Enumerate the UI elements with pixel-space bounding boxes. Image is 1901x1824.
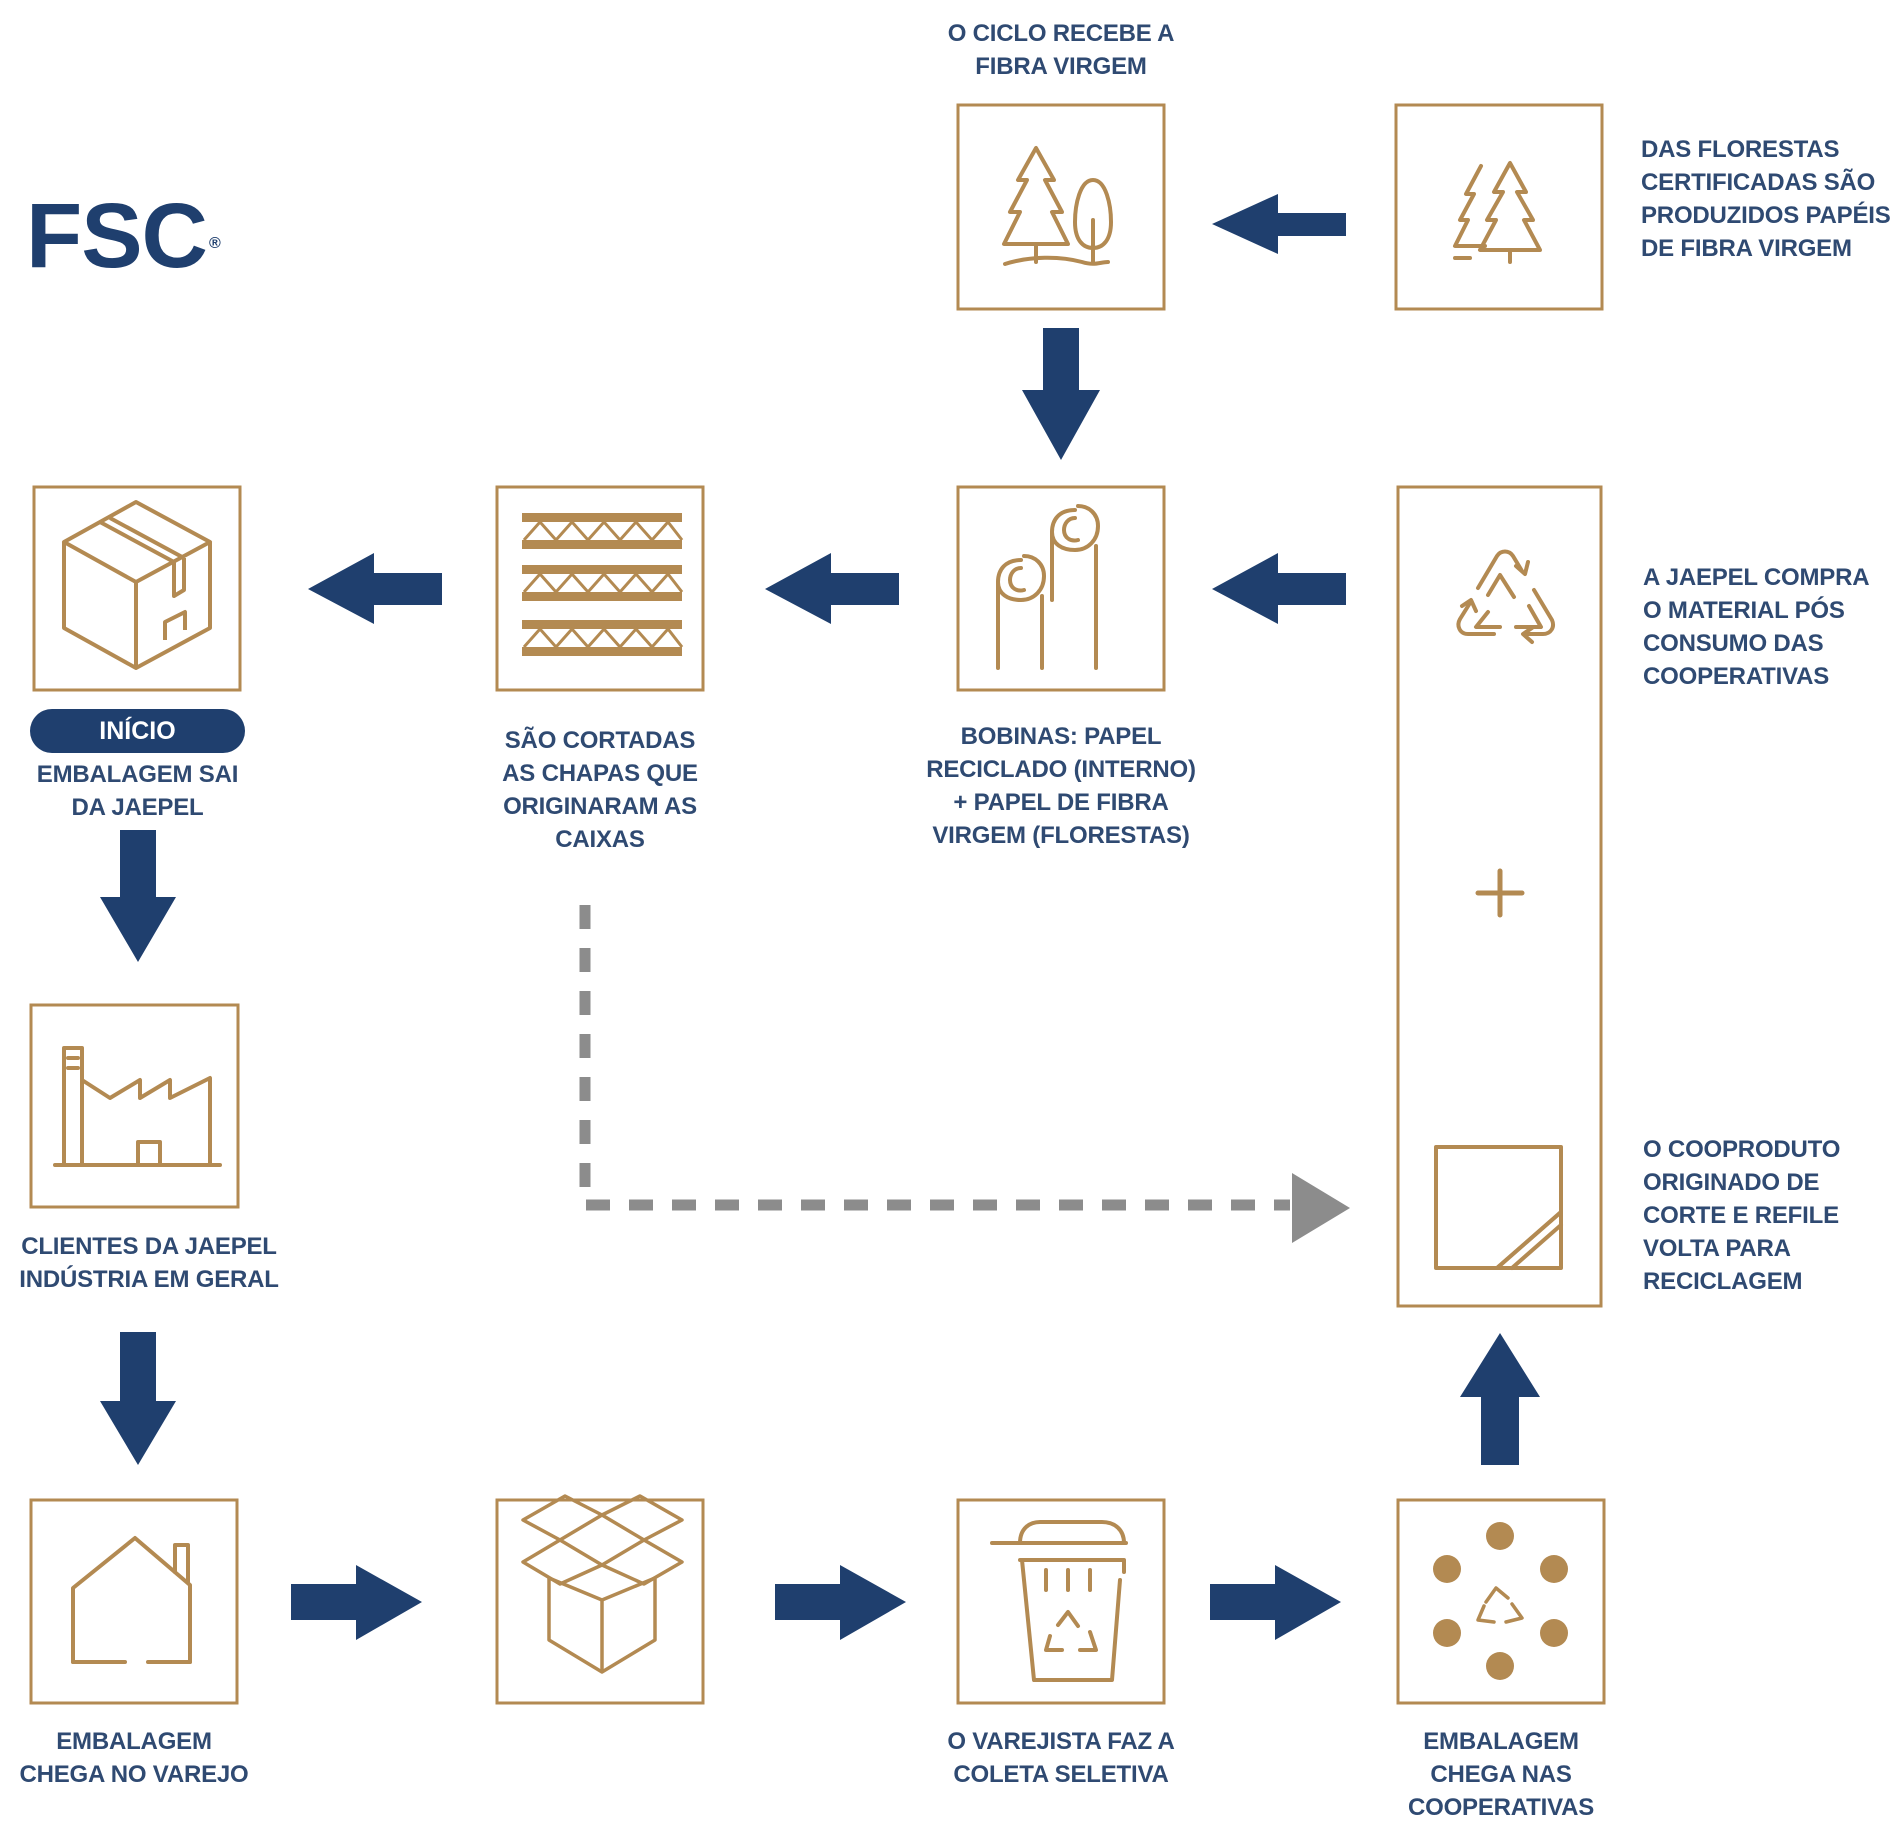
tree-icon — [1002, 146, 1113, 266]
corrugated-sheet-icon — [522, 513, 684, 656]
arrow-left-sheets — [308, 553, 442, 624]
arrow-left-reels — [765, 553, 899, 624]
dashed-arrow-coproduct — [579, 905, 1350, 1243]
box-reels — [956, 485, 1166, 692]
label-sheets-cut: SÃO CORTADAS AS CHAPAS QUE ORIGINARAM AS… — [502, 727, 698, 853]
label-reels: BOBINAS: PAPEL RECICLADO (INTERNO) + PAP… — [926, 723, 1196, 849]
paper-roll-icon — [996, 504, 1100, 670]
start-badge: INÍCIO — [30, 709, 245, 753]
box-sheets — [495, 485, 705, 692]
label-virgin-fiber: O CICLO RECEBE A FIBRA VIRGEM — [947, 20, 1175, 80]
factory-icon — [53, 1046, 222, 1167]
label-coproduct: O COOPRODUTO ORIGINADO DE CORTE E REFILE… — [1643, 1136, 1841, 1295]
label-cooperatives-buy: A JAEPEL COMPRA O MATERIAL PÓS CONSUMO D… — [1643, 564, 1870, 690]
label-leaves-jaepel: EMBALAGEM SAI DA JAEPEL — [36, 761, 239, 821]
arrow-right-openbox — [775, 1565, 906, 1640]
cooperative-icon — [1433, 1522, 1568, 1680]
arrow-right-collection — [1210, 1565, 1341, 1640]
label-selective-collection: O VAREJISTA FAZ A COLETA SELETIVA — [947, 1728, 1175, 1788]
box-forests — [1394, 103, 1604, 311]
label-retail-arrival: EMBALAGEM CHEGA NO VAREJO — [19, 1728, 249, 1788]
registered-mark: ® — [209, 235, 221, 252]
arrow-down-clients — [100, 1332, 176, 1465]
arrow-right-retail — [291, 1565, 422, 1640]
arrow-down-jaepel — [100, 830, 176, 962]
house-icon — [71, 1536, 192, 1664]
label-forests: DAS FLORESTAS CERTIFICADAS SÃO PRODUZIDO… — [1641, 136, 1891, 262]
plus-sign — [1475, 868, 1525, 918]
box-icon — [62, 500, 212, 670]
recycling-bin-icon — [990, 1520, 1128, 1682]
label-clients: CLIENTES DA JAEPEL INDÚSTRIA EM GERAL — [19, 1233, 279, 1293]
box-clients — [29, 1003, 240, 1209]
forest-icon — [1453, 161, 1542, 264]
paper-corner-icon — [1434, 1145, 1563, 1270]
fsc-logo: FSC® — [26, 190, 221, 282]
arrow-left-forests — [1212, 194, 1346, 254]
label-coop-arrival: EMBALAGEM CHEGA NAS COOPERATIVAS — [1407, 1728, 1595, 1821]
box-leaves-jaepel — [32, 485, 242, 692]
box-cooperatives — [1396, 1498, 1606, 1705]
fsc-logo-text: FSC — [26, 185, 208, 287]
open-box-icon — [521, 1494, 684, 1674]
arrow-down-virgin — [1022, 328, 1100, 460]
arrow-up-cooperatives — [1460, 1333, 1540, 1465]
box-open-box — [495, 1498, 705, 1705]
box-retail — [29, 1498, 239, 1705]
box-recycling-tall — [1396, 485, 1603, 1308]
box-collection — [956, 1498, 1166, 1705]
recycle-icon — [1456, 549, 1555, 644]
arrow-left-recycling — [1212, 553, 1346, 624]
box-virgin-fiber — [956, 103, 1166, 311]
